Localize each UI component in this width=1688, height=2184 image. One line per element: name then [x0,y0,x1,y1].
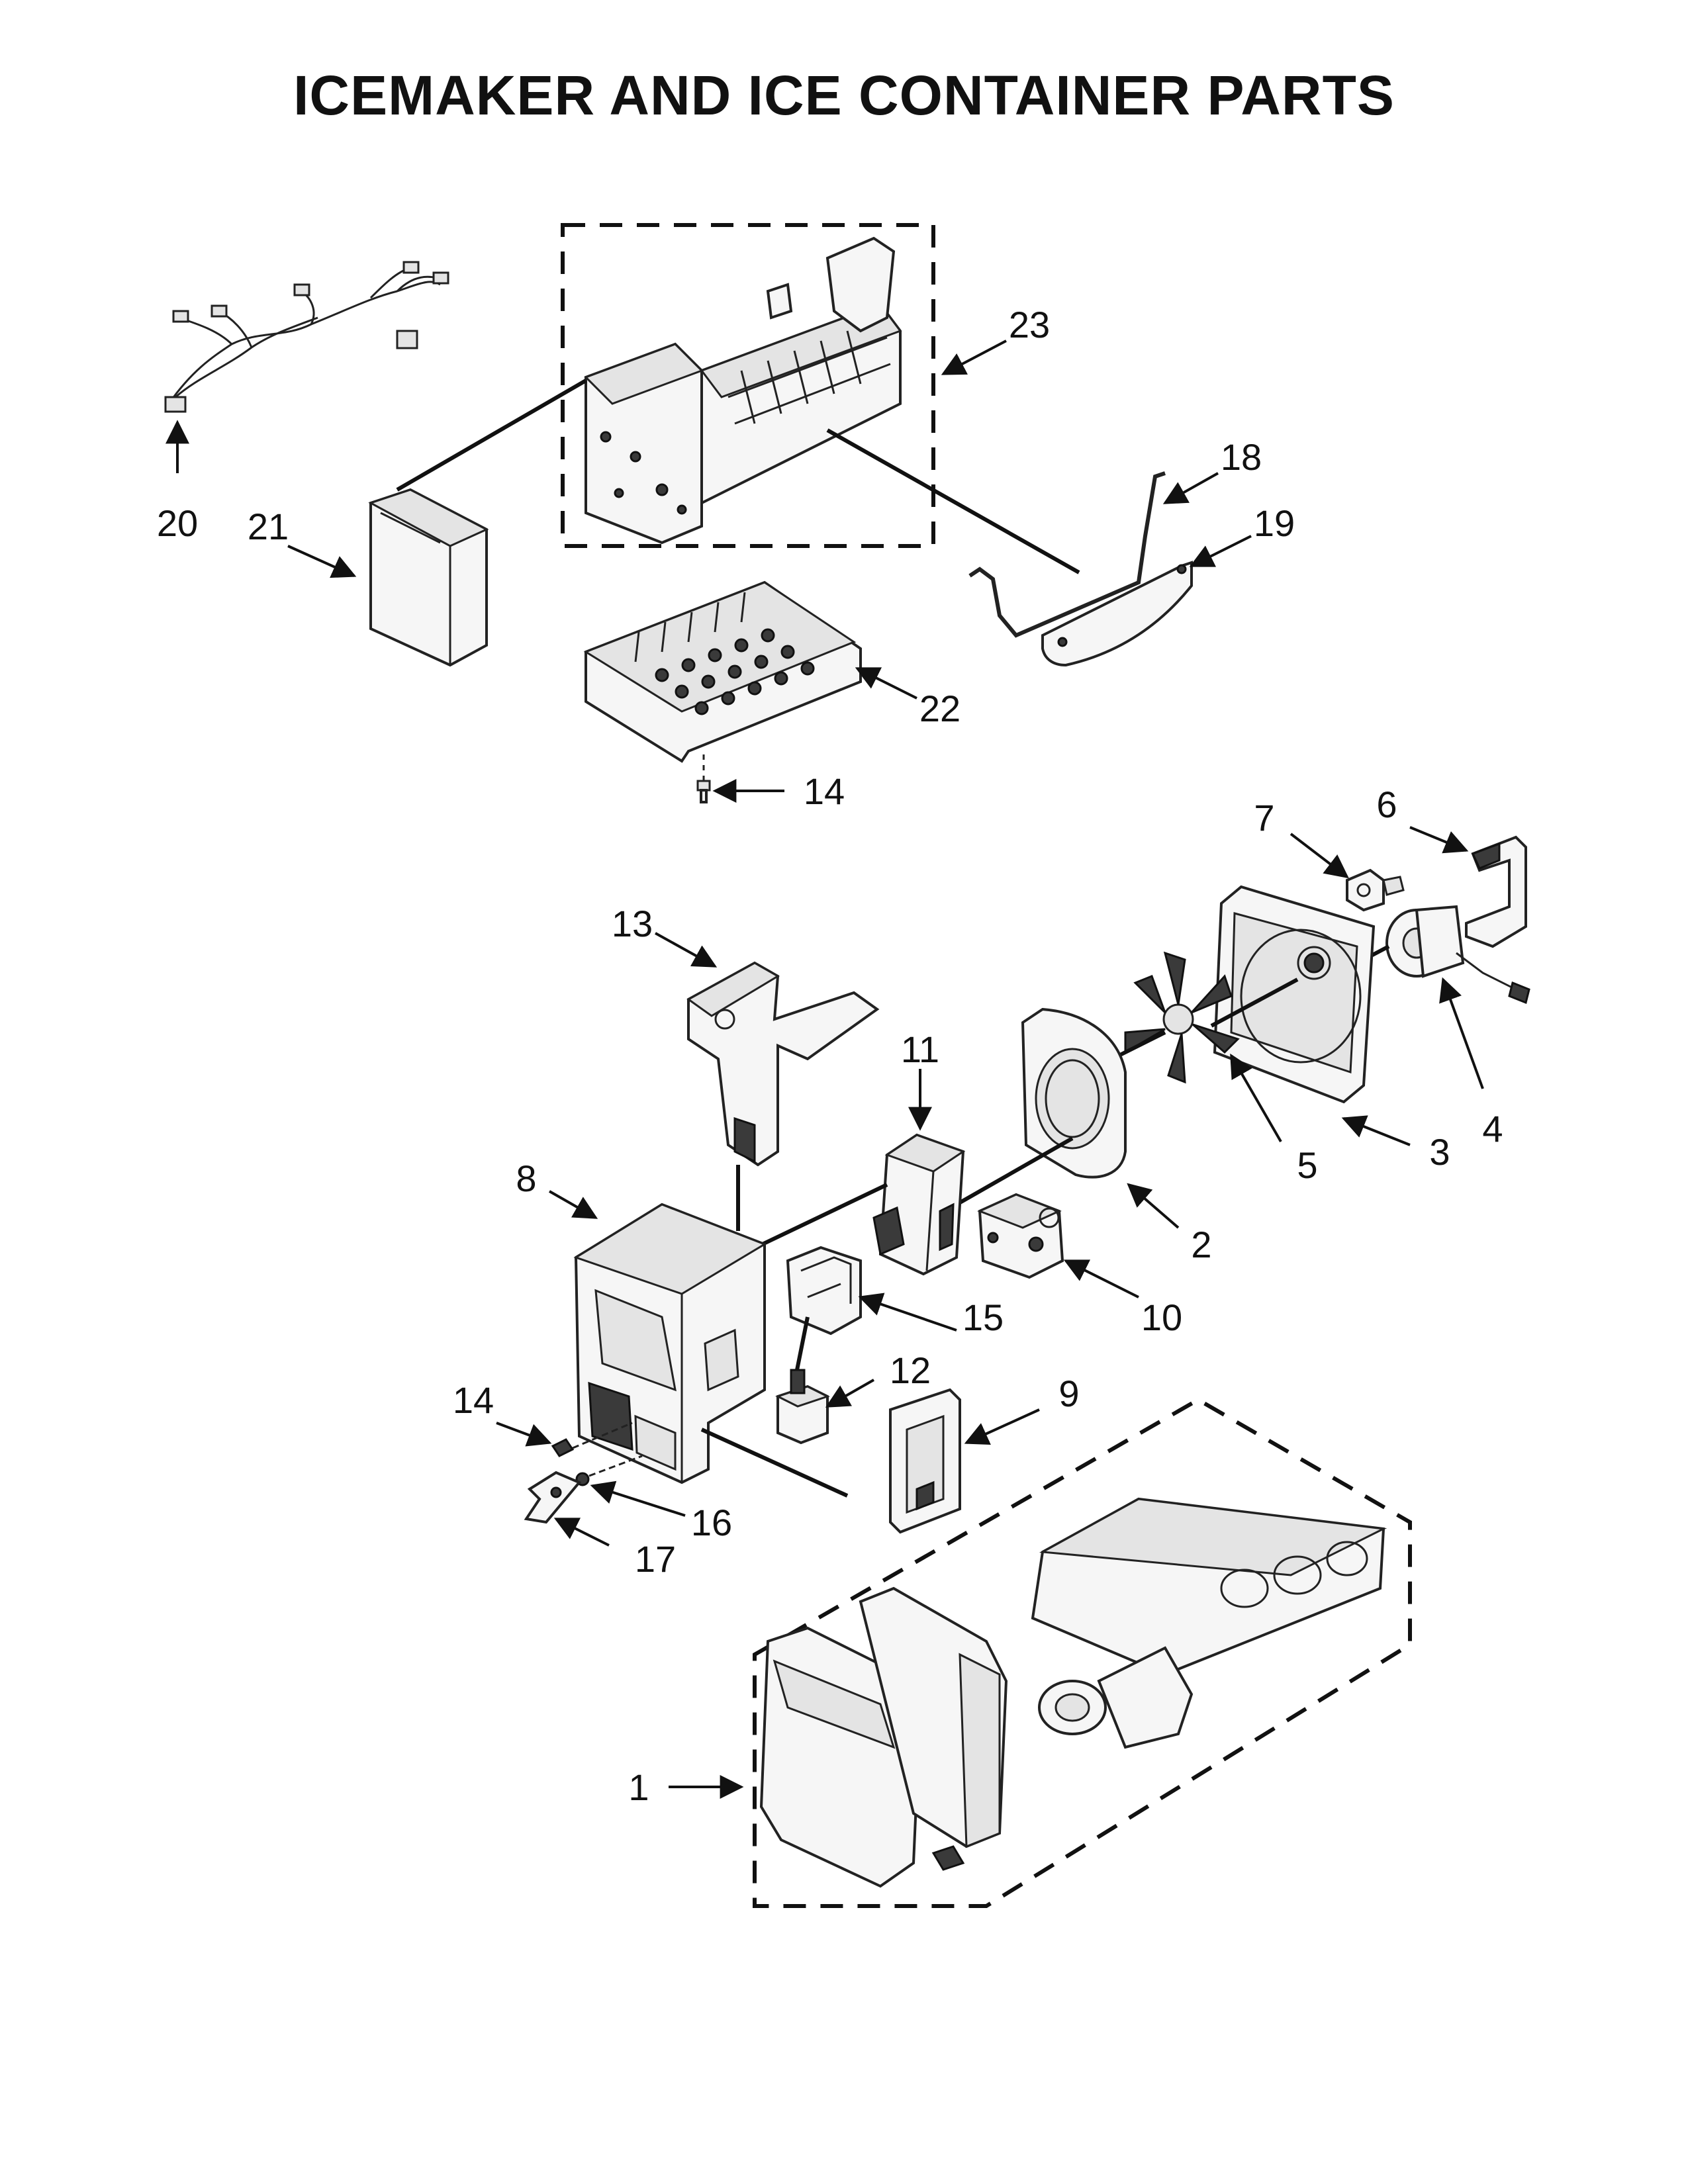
callout-19: 19 [1254,502,1295,544]
part-13-ice-chute-top[interactable] [686,961,880,1167]
callout-5: 5 [1297,1144,1317,1186]
part-4-fan-motor[interactable] [1385,905,1530,1005]
part-23-icemaker-assembly[interactable] [584,236,902,545]
callout-3: 3 [1429,1131,1450,1173]
callout-1: 1 [628,1766,649,1808]
part-7-motor-grommet[interactable] [1346,868,1405,912]
callout-11: 11 [901,1028,939,1070]
callout-23: 23 [1009,304,1050,345]
part-8-ice-dispenser-housing[interactable] [573,1203,767,1484]
callout-21: 21 [248,506,289,547]
part-21-icemaker-cover[interactable] [368,488,489,667]
callout-9: 9 [1058,1373,1079,1414]
part-16-nut[interactable] [575,1455,643,1486]
diagram-title: ICEMAKER AND ICE CONTAINER PARTS [293,64,1395,126]
part-17-ice-crusher-blade[interactable] [524,1471,582,1524]
callout-16: 16 [691,1502,732,1543]
part-19-ice-stripper[interactable] [1041,561,1193,667]
part-10-auger-motor-actuator[interactable] [977,1193,1064,1279]
callout-18: 18 [1221,436,1262,478]
callout-7: 7 [1254,797,1274,839]
callout-14-lower: 14 [453,1379,494,1421]
callout-17: 17 [635,1538,676,1580]
part-1-ice-container-assembly[interactable] [759,1497,1387,1888]
ice-container-assembly-outline [753,1397,1412,1908]
part-5-fan-blade[interactable] [1124,951,1240,1084]
callout-10: 10 [1141,1297,1182,1338]
callout-4: 4 [1482,1108,1503,1150]
part-14-screw-top[interactable] [696,780,711,803]
part-6-fan-motor-bracket[interactable] [1465,835,1527,948]
part-9-dispenser-bezel[interactable] [889,1388,961,1534]
callout-14-top: 14 [804,770,845,812]
part-3-fan-shroud[interactable] [1213,885,1376,1104]
part-2-fan-cover[interactable] [1021,1007,1127,1179]
callout-22: 22 [919,688,961,729]
part-15-switch-bracket[interactable] [786,1246,862,1336]
callout-20: 20 [157,502,198,544]
part-14-screw-lower[interactable] [551,1422,633,1457]
callout-13: 13 [612,903,653,944]
callout-12: 12 [890,1349,931,1391]
part-11-door-switch-housing[interactable] [872,1133,966,1276]
part-12-solenoid[interactable] [775,1369,830,1445]
callout-15: 15 [962,1297,1004,1338]
icemaker-assembly-outline [561,223,935,548]
part-22-icemaker-mold[interactable] [583,580,862,763]
part-18-feeler-arm[interactable] [968,471,1166,638]
callout-2: 2 [1191,1224,1211,1265]
callout-6: 6 [1376,784,1397,825]
part-20-wire-harness[interactable] [164,261,449,413]
callout-8: 8 [516,1158,536,1199]
